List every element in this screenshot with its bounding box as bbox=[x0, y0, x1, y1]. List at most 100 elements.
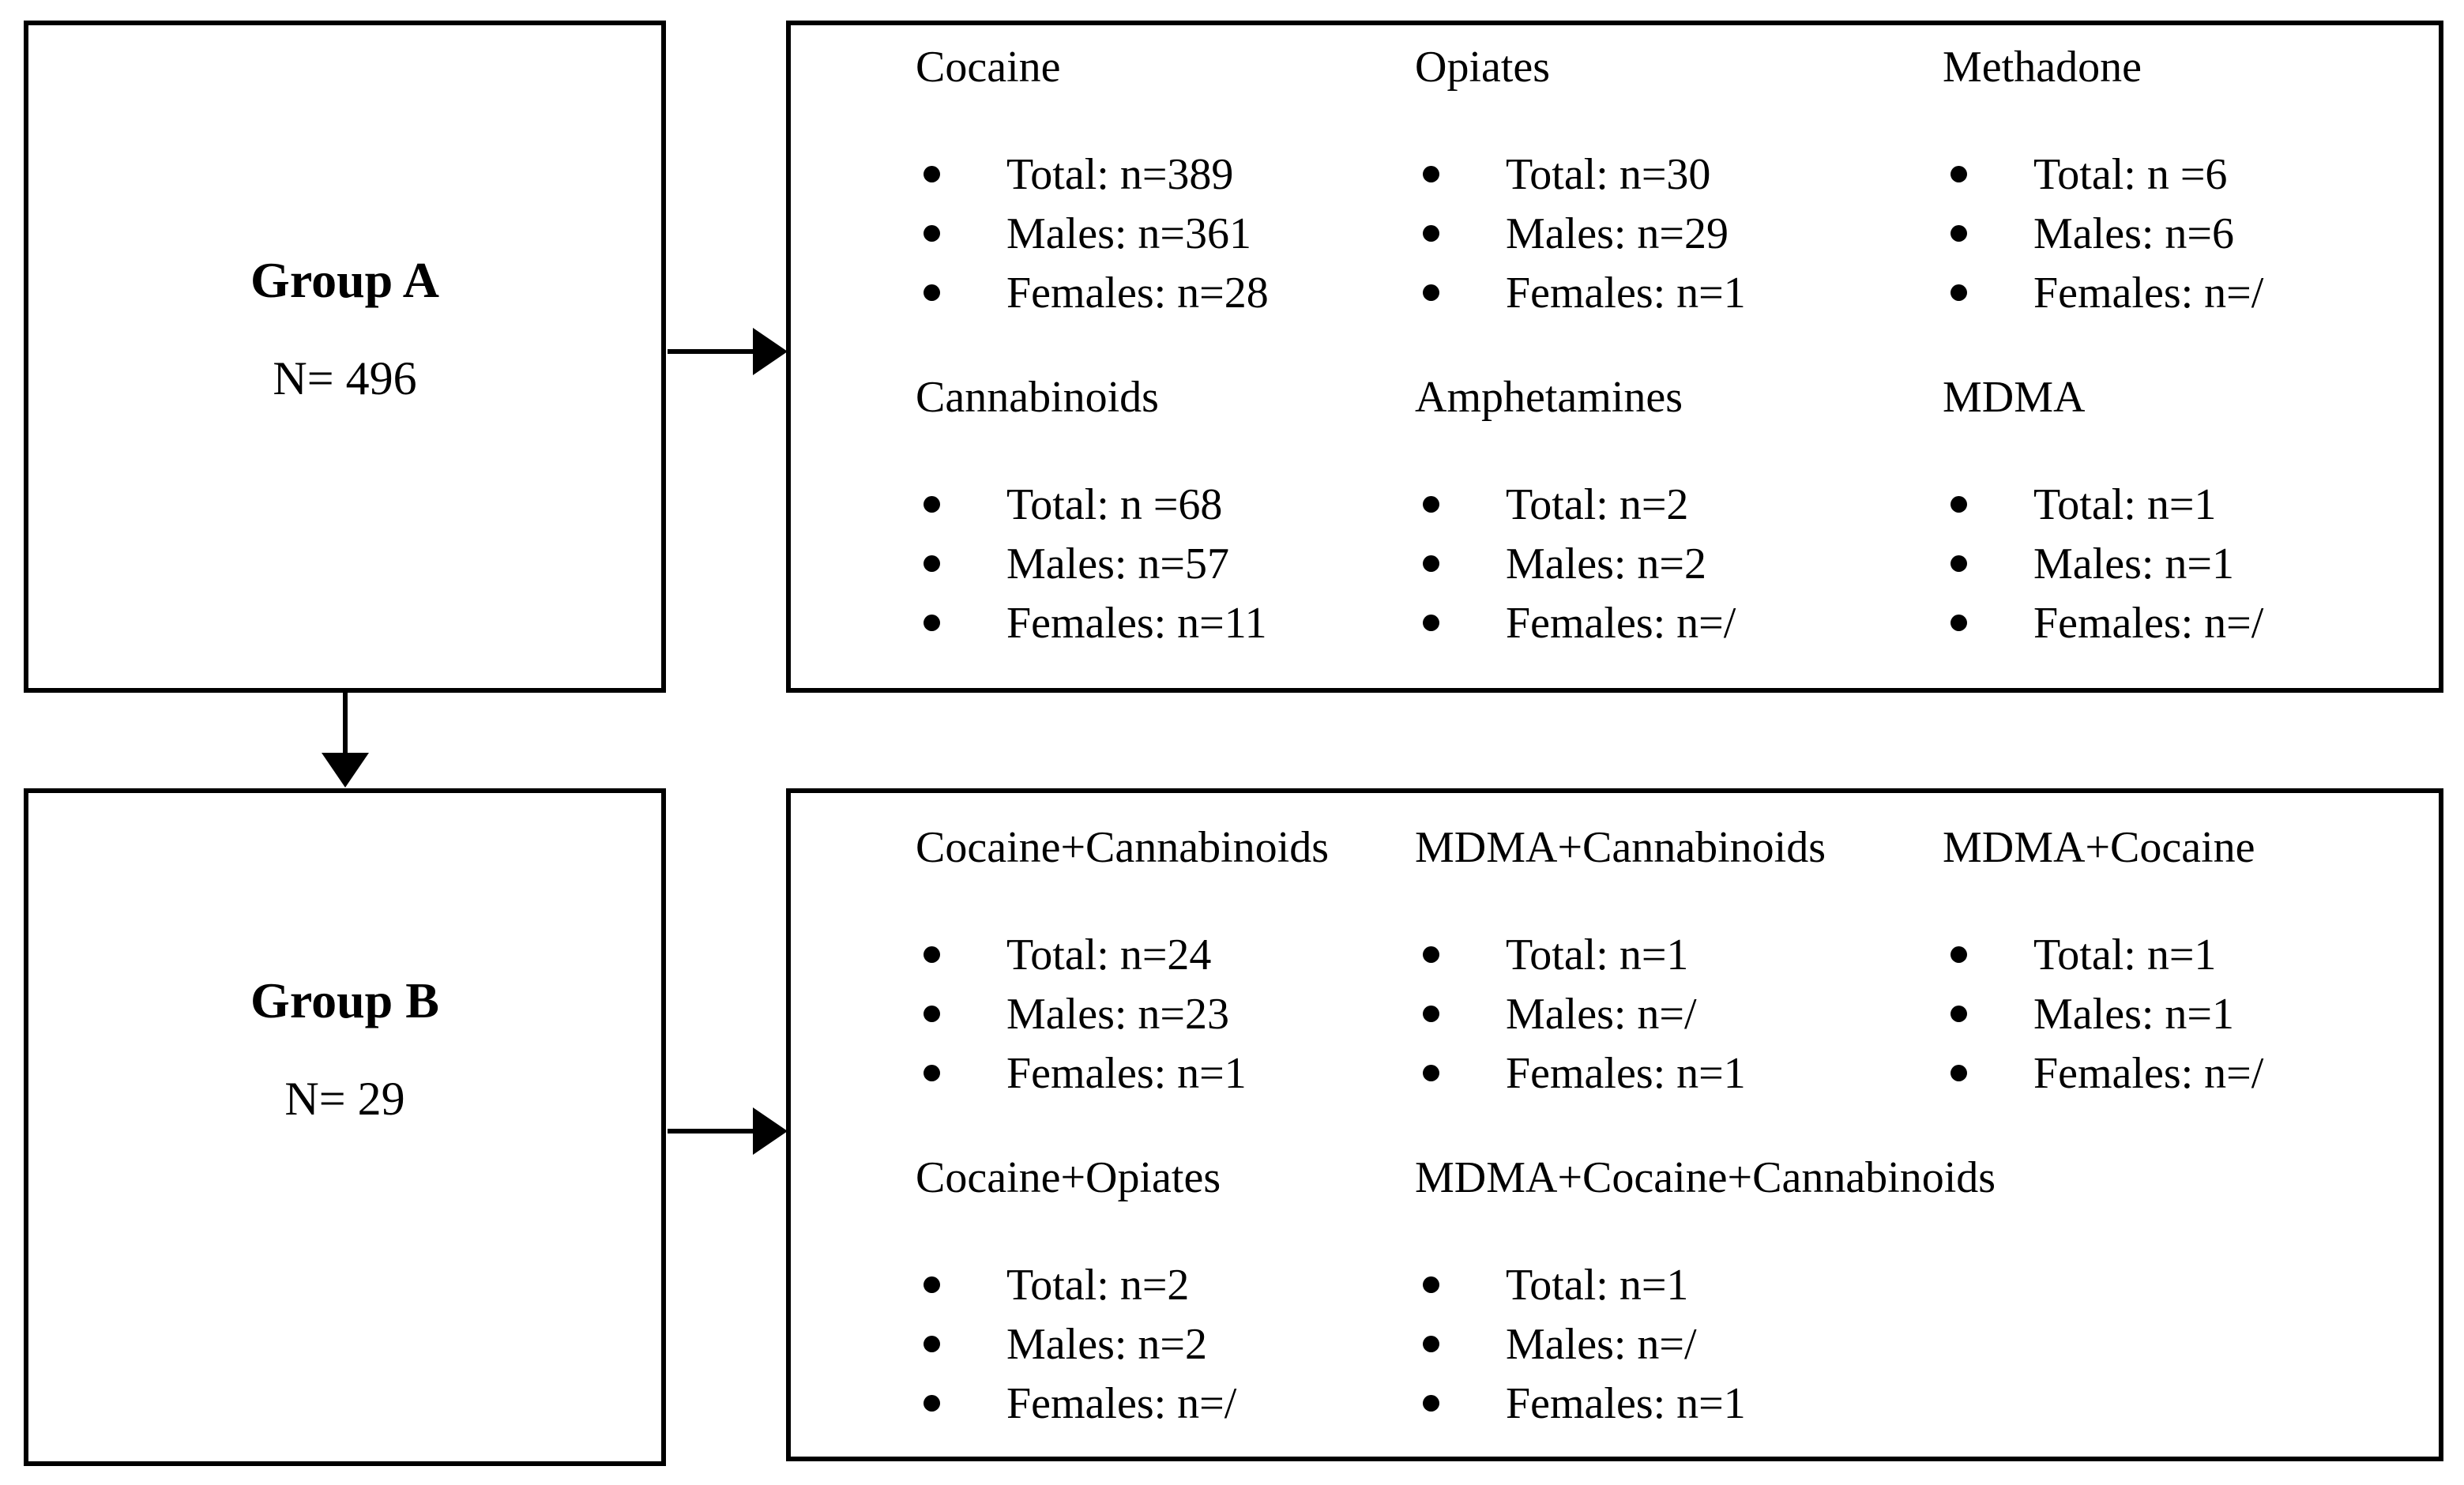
group-b-box: Group B N= 29 bbox=[24, 788, 666, 1466]
bullet-icon bbox=[1951, 1065, 1967, 1081]
stat-text: Total: n=1 bbox=[1506, 1260, 1689, 1310]
stat-line: Males: n=1 bbox=[1943, 534, 2423, 593]
drug-stats: Total: n=1 Males: n=/ Females: n=1 bbox=[1415, 925, 1943, 1103]
stat-text: Females: n=/ bbox=[2033, 268, 2264, 318]
drug-title: MDMA+Cocaine+Cannabinoids bbox=[1415, 1153, 1996, 1202]
stat-line: Males: n=2 bbox=[1415, 534, 1943, 593]
drug-stats: Total: n=389 Males: n=361 Females: n=28 bbox=[916, 145, 1415, 322]
drug-block-methadone: Methadone Total: n =6 Males: n=6 Females… bbox=[1943, 38, 2423, 322]
drug-block-mdma: MDMA Total: n=1 Males: n=1 Females: n=/ bbox=[1943, 368, 2423, 652]
stat-line: Females: n=/ bbox=[916, 1374, 1415, 1433]
stat-text: Males: n=1 bbox=[2033, 989, 2234, 1039]
stat-line: Total: n=1 bbox=[1943, 475, 2423, 534]
group-a-title: Group A bbox=[250, 251, 439, 308]
stat-text: Total: n=24 bbox=[1006, 930, 1212, 979]
stat-line: Females: n=11 bbox=[916, 593, 1415, 652]
drug-title: Opiates bbox=[1415, 43, 1551, 92]
stat-line: Total: n=1 bbox=[1415, 925, 1943, 984]
stat-line: Males: n=/ bbox=[1415, 1314, 1943, 1374]
stat-line: Males: n=57 bbox=[916, 534, 1415, 593]
stat-text: Males: n=6 bbox=[2033, 209, 2234, 258]
stat-line: Total: n =6 bbox=[1943, 145, 2423, 204]
stat-line: Males: n=23 bbox=[916, 984, 1415, 1043]
bullet-icon bbox=[1423, 284, 1439, 301]
stat-text: Females: n=/ bbox=[1506, 598, 1736, 648]
stat-line: Total: n=24 bbox=[916, 925, 1415, 984]
stat-text: Total: n=1 bbox=[1506, 930, 1689, 979]
bullet-icon bbox=[924, 1395, 940, 1412]
stat-text: Females: n=/ bbox=[1006, 1378, 1237, 1428]
bullet-icon bbox=[924, 284, 940, 301]
bullet-icon bbox=[1423, 1065, 1439, 1081]
stat-line: Females: n=/ bbox=[1943, 593, 2423, 652]
stat-text: Females: n=28 bbox=[1006, 268, 1269, 318]
group-a-box: Group A N= 496 bbox=[24, 21, 666, 693]
stat-text: Females: n=1 bbox=[1006, 1048, 1247, 1098]
stat-text: Males: n=361 bbox=[1006, 209, 1251, 258]
stat-line: Males: n=/ bbox=[1415, 984, 1943, 1043]
bullet-icon bbox=[1951, 555, 1967, 572]
drug-block-amphetamines: Amphetamines Total: n=2 Males: n=2 Femal… bbox=[1415, 368, 1943, 652]
bullet-icon bbox=[1423, 1336, 1439, 1352]
stat-line: Females: n=/ bbox=[1415, 593, 1943, 652]
drug-title: MDMA bbox=[1943, 373, 2086, 422]
stat-text: Males: n=1 bbox=[2033, 539, 2234, 588]
bullet-icon bbox=[924, 166, 940, 182]
bullet-icon bbox=[924, 946, 940, 963]
drug-stats: Total: n=2 Males: n=2 Females: n=/ bbox=[916, 1255, 1415, 1433]
stat-text: Females: n=1 bbox=[1506, 268, 1746, 318]
stat-line: Males: n=6 bbox=[1943, 204, 2423, 263]
arrow-down-icon bbox=[322, 753, 369, 788]
stat-line: Females: n=28 bbox=[916, 263, 1415, 322]
stat-text: Females: n=/ bbox=[2033, 1048, 2264, 1098]
stat-line: Females: n=/ bbox=[1943, 263, 2423, 322]
stat-text: Males: n=2 bbox=[1506, 539, 1706, 588]
bullet-icon bbox=[1951, 496, 1967, 513]
drug-block-cannabinoids: Cannabinoids Total: n =68 Males: n=57 Fe… bbox=[916, 368, 1415, 652]
stat-text: Males: n=57 bbox=[1006, 539, 1229, 588]
stat-text: Total: n=2 bbox=[1506, 479, 1689, 529]
group-b-count: N= 29 bbox=[284, 1073, 405, 1125]
stat-text: Males: n=29 bbox=[1506, 209, 1729, 258]
bullet-icon bbox=[1951, 946, 1967, 963]
stat-line: Total: n=1 bbox=[1415, 1255, 1943, 1314]
stat-line: Total: n=2 bbox=[1415, 475, 1943, 534]
stat-line: Total: n=1 bbox=[1943, 925, 2423, 984]
bullet-icon bbox=[924, 615, 940, 631]
stat-text: Females: n=1 bbox=[1506, 1378, 1746, 1428]
stat-line: Females: n=1 bbox=[916, 1043, 1415, 1103]
drug-title: Amphetamines bbox=[1415, 373, 1683, 422]
stat-text: Females: n=1 bbox=[1506, 1048, 1746, 1098]
stat-line: Total: n=30 bbox=[1415, 145, 1943, 204]
bullet-icon bbox=[1951, 284, 1967, 301]
group-a-count: N= 496 bbox=[273, 352, 417, 404]
bullet-icon bbox=[1951, 1006, 1967, 1022]
drug-title: Cocaine bbox=[916, 43, 1061, 92]
bullet-icon bbox=[924, 496, 940, 513]
drug-stats: Total: n =6 Males: n=6 Females: n=/ bbox=[1943, 145, 2423, 322]
drug-stats: Total: n=2 Males: n=2 Females: n=/ bbox=[1415, 475, 1943, 652]
arrow-line bbox=[668, 1129, 754, 1133]
drug-title: MDMA+Cannabinoids bbox=[1415, 823, 1826, 872]
arrow-right-icon bbox=[753, 328, 788, 375]
bullet-icon bbox=[1423, 225, 1439, 242]
drug-block-opiates: Opiates Total: n=30 Males: n=29 Females:… bbox=[1415, 38, 1943, 322]
drug-title: Methadone bbox=[1943, 43, 2142, 92]
drug-stats: Total: n=1 Males: n=1 Females: n=/ bbox=[1943, 475, 2423, 652]
bullet-icon bbox=[924, 555, 940, 572]
stat-line: Females: n=1 bbox=[1415, 263, 1943, 322]
bullet-icon bbox=[924, 1336, 940, 1352]
stat-text: Total: n=389 bbox=[1006, 149, 1234, 199]
stat-text: Total: n=30 bbox=[1506, 149, 1711, 199]
arrow-line bbox=[668, 349, 754, 354]
stat-line: Total: n=389 bbox=[916, 145, 1415, 204]
stat-text: Total: n=1 bbox=[2033, 479, 2217, 529]
stat-line: Males: n=1 bbox=[1943, 984, 2423, 1043]
arrow-line bbox=[343, 693, 348, 758]
stat-text: Females: n=/ bbox=[2033, 598, 2264, 648]
group-a-detail-panel: Cocaine Total: n=389 Males: n=361 Female… bbox=[786, 21, 2443, 693]
bullet-icon bbox=[1423, 166, 1439, 182]
bullet-icon bbox=[1423, 555, 1439, 572]
drug-stats: Total: n=1 Males: n=/ Females: n=1 bbox=[1415, 1255, 1943, 1433]
